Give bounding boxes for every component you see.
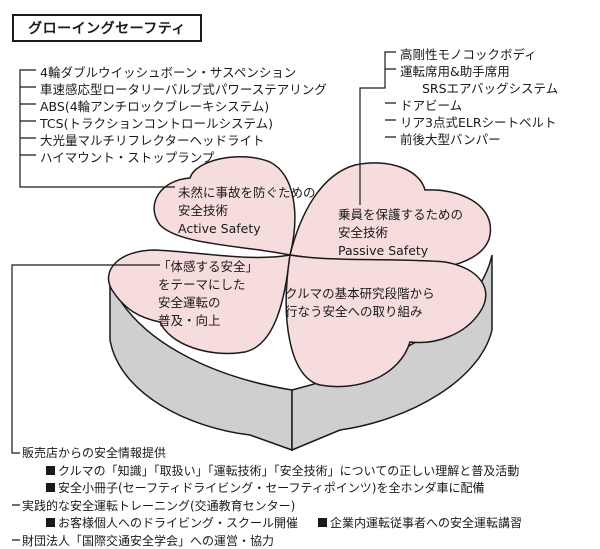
passive-safety-tech-list: 高剛性モノコックボディ 運転席用&助手席用 SRSエアバッグシステム ドアビーム…: [400, 46, 558, 148]
leaf-label-passive-safety: 乗員を保護するための 安全技術 Passive Safety: [338, 206, 463, 260]
list-item-text: クルマの「知識」「取扱い」「運転技術」「安全技術」についての正しい理解と普及活動: [58, 463, 520, 478]
list-item: 4輪ダブルウイッシュボーン・サスペンション: [40, 65, 297, 80]
leaf-label-active-safety: 未然に事故を防ぐための 安全技術 Active Safety: [178, 184, 316, 238]
list-item: 財団法人「国際交通安全学会」への運営・協力: [22, 533, 275, 548]
leaf-line: 普及・向上: [158, 313, 221, 328]
leaf-line: 乗員を保護するための: [338, 207, 464, 222]
leaf-line: 安全技術: [178, 203, 229, 218]
list-item-text: お客様個人へのドライビング・スクール開催: [58, 516, 299, 530]
leaf-line: クルマの基本研究段階から: [285, 286, 435, 301]
list-item: 大光量マルチリフレクターヘッドライト: [40, 133, 265, 148]
list-item: ドアビーム: [400, 98, 463, 113]
list-item: お客様個人へのドライビング・スクール開催 企業内運転従事者への安全運転講習: [22, 515, 522, 533]
list-item: 高剛性モノコックボディ: [400, 47, 537, 62]
active-safety-tech-list: 4輪ダブルウイッシュボーン・サスペンション 車速感応型ロータリーバルブ式パワース…: [40, 64, 327, 166]
page-title: グローイングセーフティ: [12, 14, 202, 42]
connector-lines: [11, 51, 396, 541]
leaf-bottom-left: [107, 249, 291, 355]
list-item: 実践的な安全運転トレーニング(交通教育センター): [22, 498, 296, 513]
connector-right-top: [359, 51, 396, 205]
list-item: 運転席用&助手席用: [400, 64, 510, 79]
square-bullet-icon: [318, 518, 328, 527]
connector-right-ticks: [385, 68, 396, 138]
list-item: クルマの「知識」「取扱い」「運転技術」「安全技術」についての正しい理解と普及活動: [22, 463, 522, 481]
connector-left-top: [19, 69, 175, 188]
leaf-label-safety-promotion: 「体感する安全」 をテーマにした 安全運転の 普及・向上: [158, 258, 258, 330]
square-bullet-icon: [46, 518, 55, 527]
list-item: SRSエアバッグシステム: [422, 81, 559, 96]
list-item: 車速感応型ロータリーバルブ式パワーステアリング: [40, 82, 327, 97]
leaf-line: Active Safety: [178, 221, 261, 236]
safety-promotion-activities-list: 販売店からの安全情報提供 クルマの「知識」「取扱い」「運転技術」「安全技術」につ…: [22, 445, 522, 549]
leaf-bottom-right: [285, 254, 487, 388]
list-item-text: 企業内運転従事者への安全運転講習: [330, 516, 523, 530]
list-item: 販売店からの安全情報提供: [22, 446, 167, 460]
list-item: リア3点式ELRシートベルト: [400, 115, 557, 130]
list-item: ハイマウント・ストップランプ: [40, 150, 215, 165]
leaf-line: 行なう安全への取り組み: [285, 304, 423, 319]
square-bullet-icon: [46, 483, 55, 492]
list-item: TCS(トラクションコントロールシステム): [40, 116, 273, 131]
list-item: 安全小冊子(セーフティドライビング・セーフティポインツ)を全ホンダ車に配備: [22, 480, 522, 498]
square-bullet-icon: [46, 465, 55, 475]
leaf-line: 「体感する安全」: [158, 259, 259, 274]
connector-left-ticks: [20, 86, 36, 156]
leaf-line: をテーマにした: [158, 277, 246, 292]
leaf-top-left: [153, 156, 296, 256]
list-item: ABS(4輪アンチロックブレーキシステム): [40, 99, 270, 114]
list-item-text: 安全小冊子(セーフティドライビング・セーフティポインツ)を全ホンダ車に配備: [58, 481, 485, 495]
leaf-label-basic-research: クルマの基本研究段階から 行なう安全への取り組み: [285, 285, 435, 321]
list-item: 前後大型バンパー: [400, 132, 501, 147]
connector-bottom-ticks: [12, 504, 20, 541]
connector-bottom-left: [11, 264, 160, 454]
leaf-line: 未然に事故を防ぐための: [178, 185, 316, 200]
leaf-line: Passive Safety: [338, 243, 429, 258]
clover-leaves: [107, 156, 492, 388]
leaf-line: 安全運転の: [158, 295, 221, 310]
leaf-line: 安全技術: [338, 225, 389, 240]
